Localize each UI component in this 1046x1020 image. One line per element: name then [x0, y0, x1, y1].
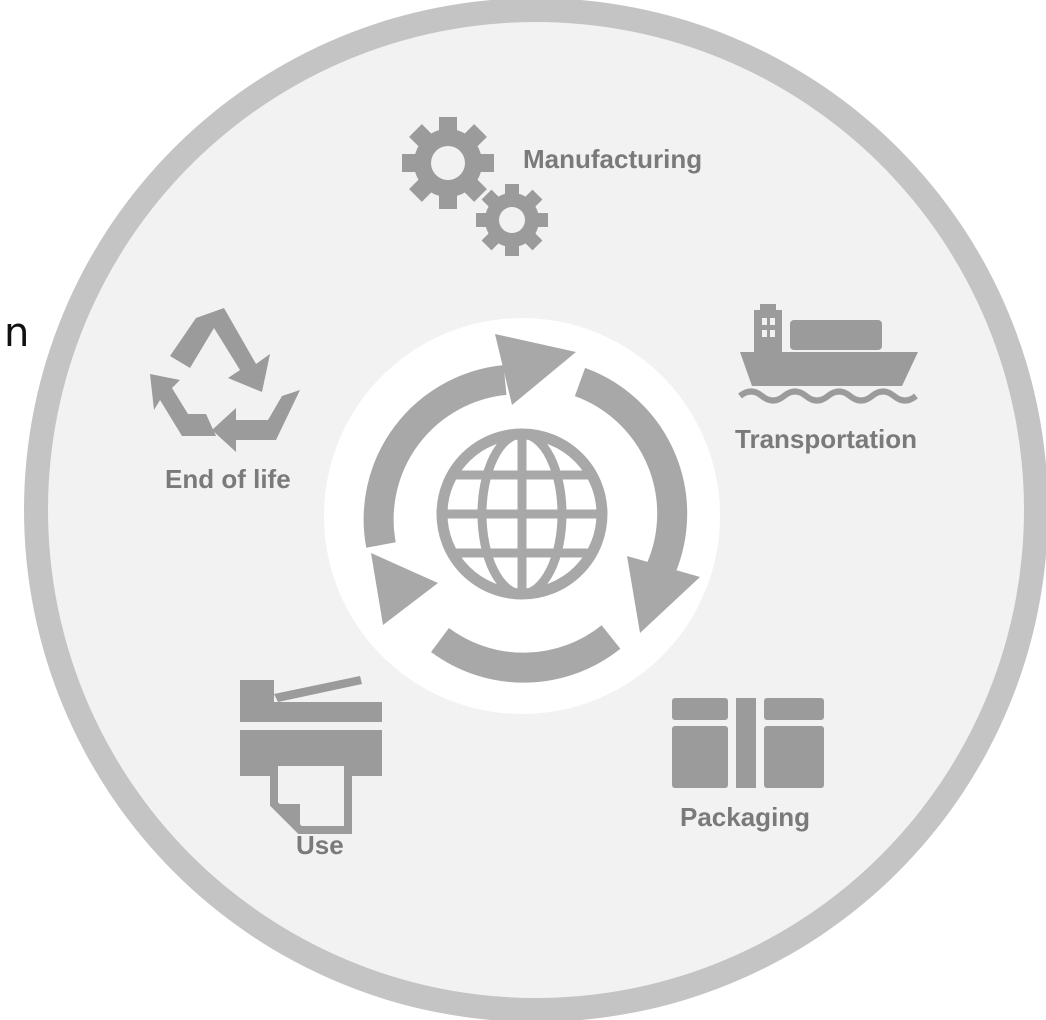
stage-label-transportation: Transportation	[735, 424, 917, 454]
stage-label-packaging: Packaging	[680, 802, 810, 832]
recycle-icon	[150, 308, 300, 452]
stage-label-use: Use	[296, 830, 344, 860]
stage-label-end-of-life: End of life	[165, 464, 291, 494]
cycle-arrowheads	[371, 334, 700, 633]
stage-packaging: Packaging	[672, 698, 824, 832]
stage-manufacturing: Manufacturing	[402, 117, 702, 256]
edge-text-fragment: n	[4, 310, 29, 356]
gears-icon	[402, 117, 548, 256]
stage-use: Use	[240, 676, 382, 860]
globe-cycle-icon	[363, 334, 700, 683]
stage-label-manufacturing: Manufacturing	[523, 144, 702, 174]
cargo-ship-icon	[738, 304, 918, 404]
stage-transportation: Transportation	[735, 304, 918, 454]
printer-icon	[240, 676, 382, 834]
box-icon	[672, 698, 824, 788]
globe-icon	[436, 428, 608, 600]
stage-end-of-life: End of life	[150, 308, 300, 494]
cycle-arrows-icon	[363, 365, 688, 683]
